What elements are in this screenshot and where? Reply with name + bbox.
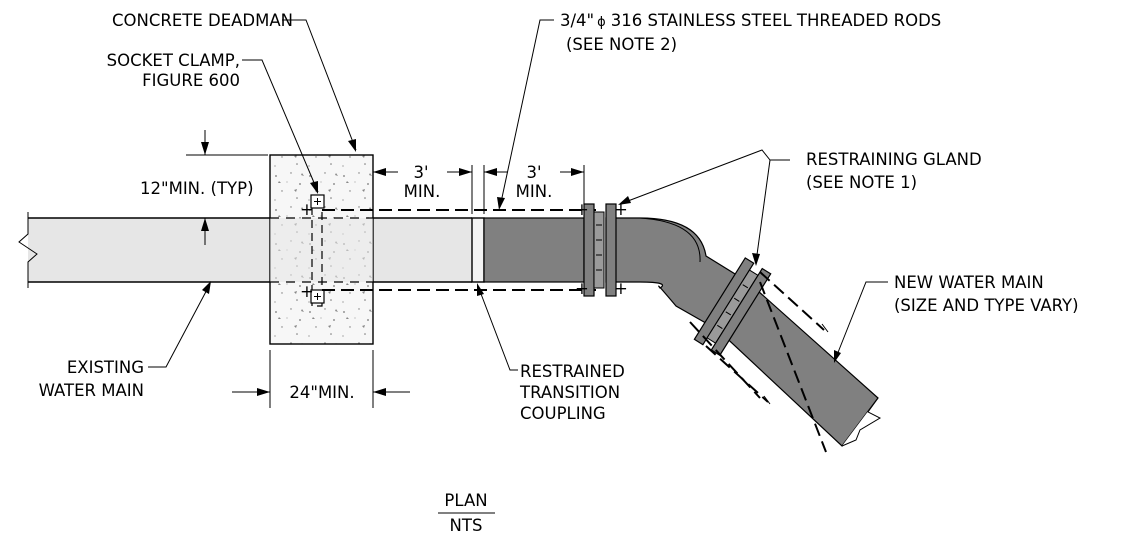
socket-clamp: + + <box>300 194 325 307</box>
label-3ft-2: 3' <box>526 163 541 182</box>
label-coupling-line-2: TRANSITION <box>519 383 620 402</box>
restraining-gland-2 <box>693 257 772 357</box>
phi-symbol: ϕ <box>597 15 606 30</box>
label-new-water-main-line-2: (SIZE AND TYPE VARY) <box>894 296 1079 315</box>
svg-text:+: + <box>575 200 589 219</box>
label-concrete-deadman: CONCRETE DEADMAN <box>112 11 293 30</box>
label-restraining-gland-line-2: (SEE NOTE 1) <box>806 173 917 192</box>
threaded-rods-diagonal <box>689 271 829 453</box>
threaded-rods <box>322 209 596 291</box>
label-24-min: 24"MIN. <box>289 383 354 402</box>
label-coupling-line-1: RESTRAINED <box>520 362 625 381</box>
pipe-break-symbol <box>18 212 38 288</box>
drawing-title: PLAN <box>444 491 487 510</box>
label-socket-clamp-line-1: SOCKET CLAMP, <box>107 51 240 70</box>
drawing-scale: NTS <box>450 516 483 535</box>
pipe-break-symbol <box>841 397 882 447</box>
label-3ft-1-min: MIN. <box>404 182 441 201</box>
dimension-3ft-2 <box>483 165 585 214</box>
label-new-water-main-line-1: NEW WATER MAIN <box>894 273 1044 292</box>
label-coupling-line-3: COUPLING <box>520 404 606 423</box>
dimension-12-min <box>186 130 268 245</box>
dimension-24-min <box>232 350 410 408</box>
label-restraining-gland-line-1: RESTRAINING GLAND <box>806 150 982 169</box>
label-existing-line-1: EXISTING <box>67 358 144 377</box>
svg-text:+: + <box>300 200 314 219</box>
svg-text:+: + <box>575 279 589 298</box>
labels: CONCRETE DEADMAN SOCKET CLAMP, FIGURE 60… <box>39 11 1079 535</box>
existing-water-main <box>18 212 472 288</box>
new-water-main <box>483 217 882 447</box>
label-12-min-typ: 12"MIN. (TYP) <box>140 179 254 198</box>
svg-text:+: + <box>614 279 628 298</box>
restraining-gland-1: + + + + <box>575 200 628 298</box>
dimension-3ft-1 <box>372 165 473 214</box>
label-socket-clamp-line-2: FIGURE 600 <box>142 71 240 90</box>
label-threaded-rods-note: (SEE NOTE 2) <box>566 35 677 54</box>
label-3ft-1: 3' <box>413 163 428 182</box>
label-3ft-2-min: MIN. <box>516 182 553 201</box>
concrete-deadman <box>269 154 374 345</box>
svg-text:+: + <box>614 200 628 219</box>
svg-text:+: + <box>300 282 314 301</box>
label-existing-line-2: WATER MAIN <box>39 381 144 400</box>
leader-lines <box>148 19 888 371</box>
restrained-transition-coupling <box>471 217 485 283</box>
